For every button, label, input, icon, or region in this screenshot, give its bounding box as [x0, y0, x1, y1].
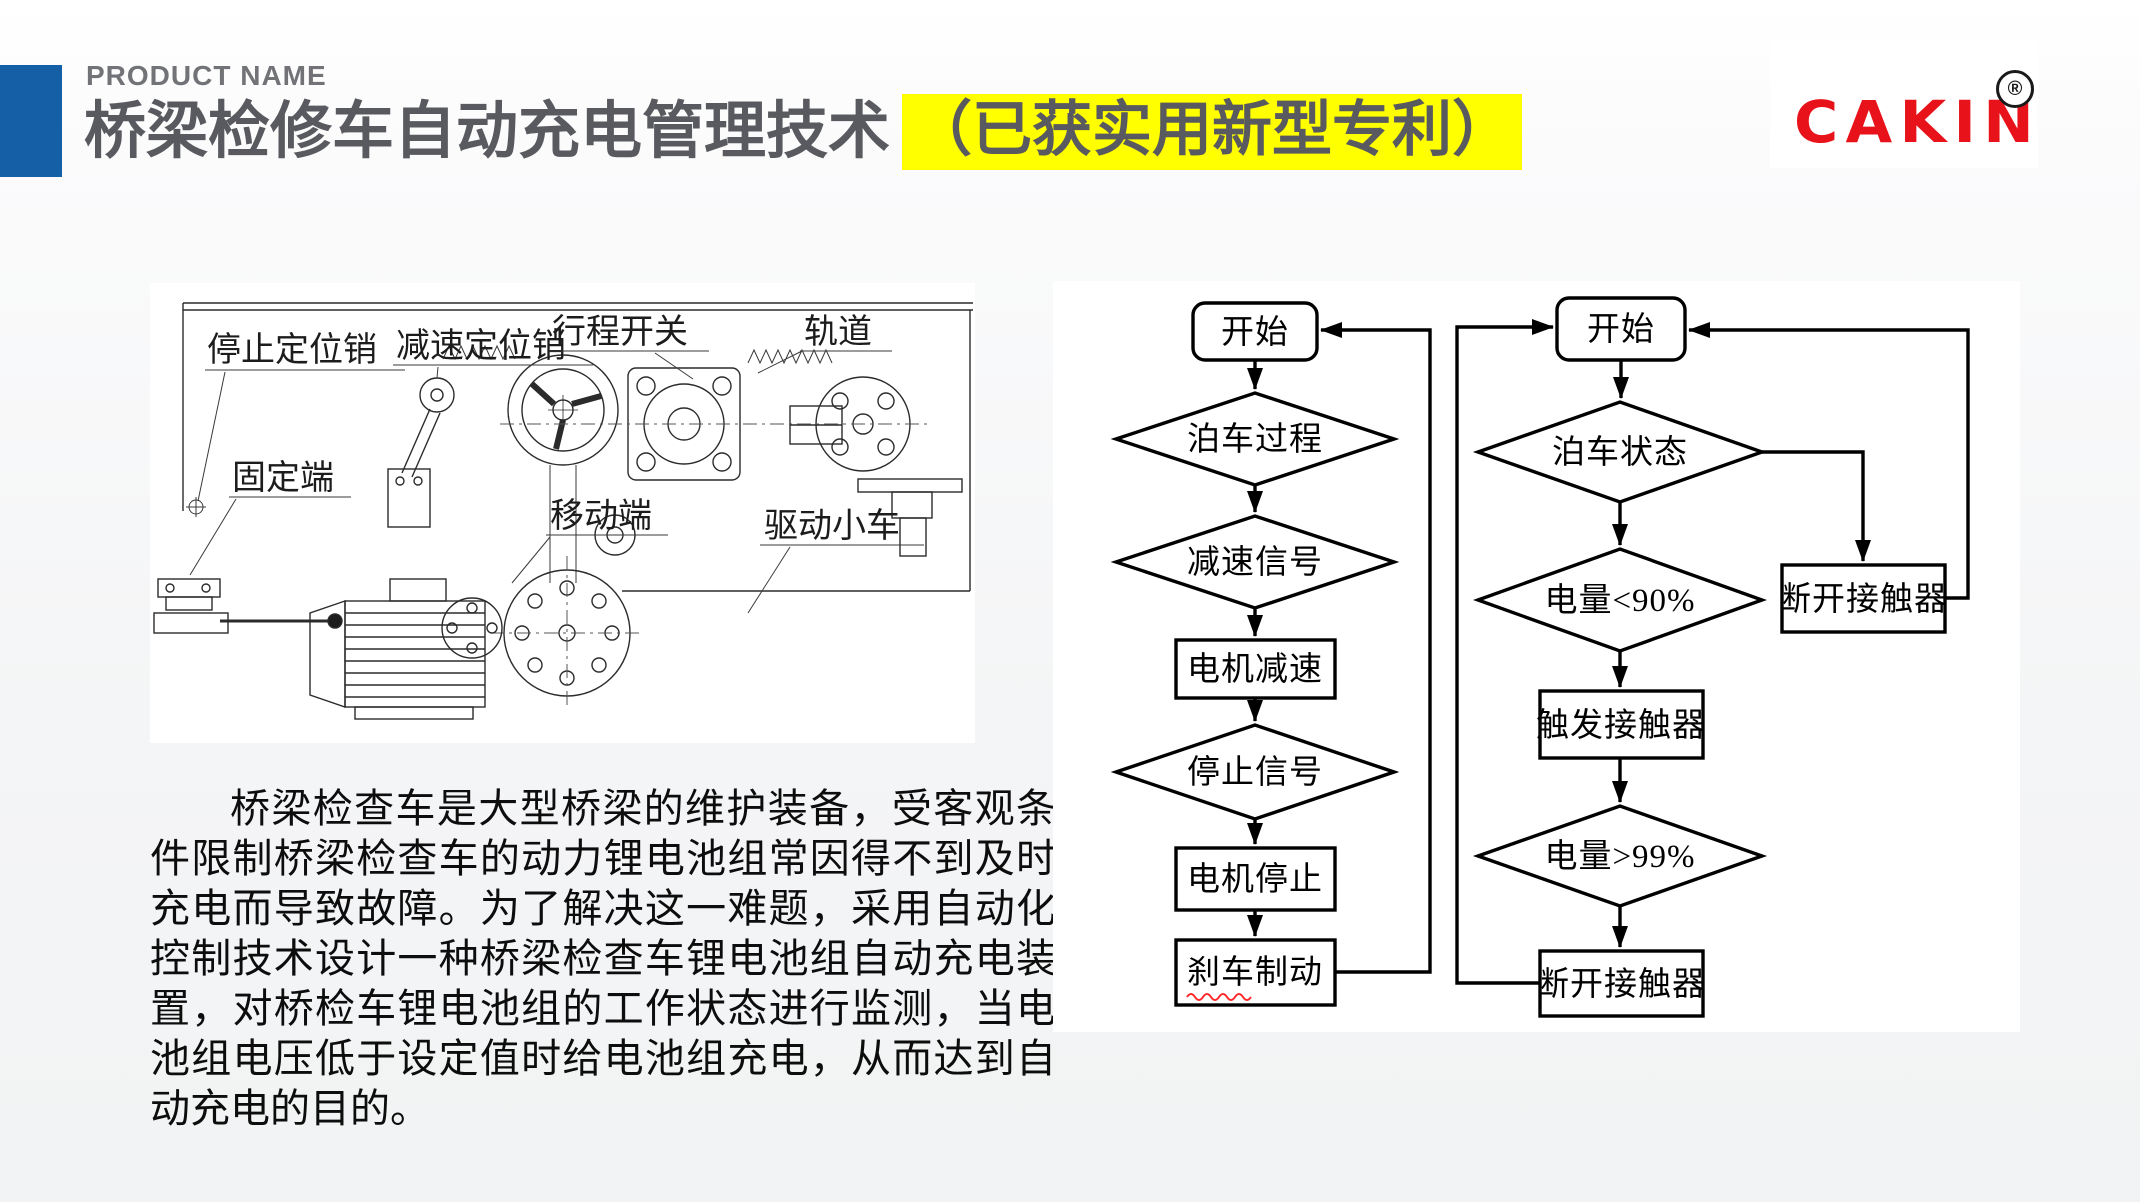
title-highlight-badge: （已获实用新型专利）	[902, 94, 1523, 170]
motor	[309, 578, 486, 720]
drawing-label-rail: 轨道	[804, 313, 872, 351]
spellcheck-squiggle	[1186, 993, 1252, 1001]
stop-pin-marker	[186, 497, 206, 517]
drawing-label-drive-trolley: 驱动小车	[764, 507, 900, 545]
flow-right-start-label: 开始	[1587, 311, 1655, 348]
title-row: 桥梁检修车自动充电管理技术 （已获实用新型专利）	[84, 92, 1523, 172]
right-chart-right-loop	[1688, 322, 1970, 600]
flow-right-decision-2	[1472, 547, 1768, 653]
flowchart-parking: 开始 泊车过程 减速信号 电机减速 停止信号 电机停止 刹车制动	[1110, 301, 1432, 1007]
flow-left-start-label: 开始	[1221, 314, 1289, 351]
left-loop-connector	[1320, 322, 1432, 974]
leader-lines	[189, 350, 803, 614]
flow-right-decision-3	[1472, 804, 1768, 908]
fixed-end-assembly	[153, 578, 343, 634]
deceleration-pin-assembly	[387, 377, 455, 528]
large-bottom-flange	[490, 556, 644, 710]
accent-bar	[0, 65, 62, 177]
handwheel	[507, 354, 619, 466]
drawing-labels: 停止定位销 减速定位销 行程开关 轨道 固定端 移动端 驱动小车	[205, 313, 924, 546]
flow-left-process-2	[1174, 846, 1337, 912]
branch-connector	[1762, 450, 1871, 562]
flow-right-decision-3-label: 电量>99%	[1544, 838, 1695, 875]
flow-left-decision-3	[1110, 723, 1400, 821]
flow-left-decision-3-label: 停止信号	[1187, 754, 1323, 791]
flow-left-decision-2	[1110, 514, 1400, 610]
flow-right-process-1-label: 触发接触器	[1536, 707, 1706, 744]
technical-drawing-panel: 停止定位销 减速定位销 行程开关 轨道 固定端 移动端 驱动小车	[150, 283, 975, 743]
flow-left-process-3-label: 刹车制动	[1187, 954, 1323, 991]
flow-left-decision-1	[1110, 391, 1400, 487]
description-paragraph: 桥梁检查车是大型桥梁的维护装备，受客观条件限制桥梁检查车的动力锂电池组常因得不到…	[150, 786, 1056, 1131]
drawing-label-fixed-end: 固定端	[232, 459, 334, 497]
flow-left-process-1	[1174, 638, 1337, 700]
drawing-label-stop-pin: 停止定位销	[207, 331, 377, 369]
flow-right-process-2	[1538, 949, 1705, 1018]
flow-right-side-process	[1780, 563, 1947, 634]
brand-logo-text: CAKIN	[1794, 88, 2042, 156]
drawing-label-travel-switch: 行程开关	[552, 313, 688, 351]
flow-left-process-1-label: 电机减速	[1187, 651, 1323, 688]
flow-right-decision-1-label: 泊车状态	[1552, 434, 1688, 471]
flowchart-panel: 开始 泊车过程 减速信号 电机减速 停止信号 电机停止 刹车制动 开始 泊车状态…	[1053, 281, 2020, 1032]
drawing-label-mobile-end: 移动端	[550, 497, 652, 535]
flow-right-process-2-label: 断开接触器	[1536, 966, 1706, 1003]
eyebrow-label: PRODUCT NAME	[86, 60, 327, 91]
flow-right-process-1	[1538, 689, 1705, 760]
brand-logo: CAKIN ®	[1770, 40, 2038, 168]
page-title: 桥梁检修车自动充电管理技术	[84, 97, 891, 166]
flow-right-decision-2-label: 电量<90%	[1544, 582, 1695, 619]
drawing-label-slow-pin: 减速定位销	[396, 327, 566, 365]
cad-drawing: 停止定位销 减速定位销 行程开关 轨道 固定端 移动端 驱动小车	[153, 302, 973, 720]
flow-right-side-process-label: 断开接触器	[1778, 581, 1948, 618]
flow-left-process-3	[1174, 938, 1337, 1007]
rail-frame	[182, 302, 973, 592]
right-chart-left-loop	[1455, 319, 1554, 985]
flow-left-decision-1-label: 泊车过程	[1187, 421, 1323, 458]
registered-trademark-icon: ®	[1996, 70, 2034, 108]
flow-left-decision-2-label: 减速信号	[1187, 544, 1323, 581]
support-column	[549, 465, 577, 583]
coupling-cylinder	[789, 405, 843, 445]
flow-left-process-2-label: 电机停止	[1187, 861, 1323, 898]
flowcharts: 开始 泊车过程 减速信号 电机减速 停止信号 电机停止 刹车制动 开始 泊车状态…	[1110, 296, 1970, 1018]
rail-clamp-bolt	[857, 478, 963, 557]
gear-teeth	[442, 344, 833, 365]
flowchart-charging: 开始 泊车状态 断开接触器 电量<90% 触发接触器 电量>99% 断开接触器	[1455, 296, 1970, 1018]
